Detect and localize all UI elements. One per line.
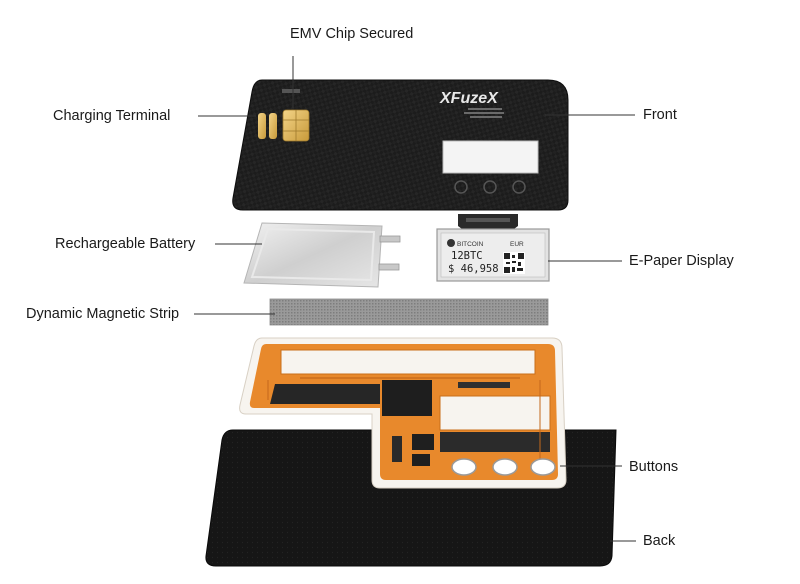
label-emv-chip: EMV Chip Secured (290, 26, 414, 42)
epaper-currency: EUR (510, 241, 524, 248)
pcb-chip (382, 380, 432, 416)
front-button-icon (483, 180, 497, 194)
label-rechargeable-battery: Rechargeable Battery (55, 236, 196, 252)
front-button-icon (512, 180, 526, 194)
pcb-connector (458, 382, 510, 388)
pcb-button-icon (451, 458, 477, 476)
epaper-amount: 12BTC (451, 250, 483, 262)
pcb-board (239, 337, 567, 489)
rechargeable-battery (243, 222, 401, 288)
label-back: Back (643, 533, 676, 549)
pcb-button-icon (492, 458, 518, 476)
epaper-module: BITCOIN EUR 12BTC $ 46,958 (436, 214, 550, 282)
charging-terminal-pad (269, 113, 277, 139)
qr-code-icon (503, 252, 525, 274)
pcb-button-icon (530, 458, 556, 476)
bitcoin-icon (447, 239, 455, 247)
battery-tab (378, 263, 400, 271)
card-fine-print (464, 112, 504, 114)
label-buttons: Buttons (629, 459, 679, 475)
battery-tab (379, 235, 401, 243)
pcb-component (440, 432, 550, 452)
brand-logo: XFuzeX (439, 90, 499, 107)
pcb-chip (412, 434, 434, 450)
pcb-cutout (280, 349, 536, 375)
epaper-value: $ 46,958 (448, 263, 499, 275)
pcb-cutout (439, 395, 551, 431)
front-button-icon (454, 180, 468, 194)
pcb-chip (412, 454, 430, 466)
pcb-buttons (451, 458, 556, 476)
emv-chip (282, 109, 310, 142)
card-fine-print (468, 108, 502, 110)
leader-lines (194, 56, 636, 542)
epaper-coin-name: BITCOIN (457, 241, 484, 248)
charging-terminal-pad (258, 113, 266, 139)
label-front: Front (643, 107, 677, 123)
pcb-component (270, 384, 380, 404)
pcb-chip (392, 436, 402, 462)
front-card: XFuzeX (232, 79, 569, 211)
front-display-window (442, 140, 539, 174)
card-fine-print (470, 116, 502, 118)
card-small-logo (282, 89, 300, 93)
label-magnetic-strip: Dynamic Magnetic Strip (26, 306, 180, 322)
label-epaper-display: E-Paper Display (629, 253, 734, 269)
dynamic-magnetic-strip (269, 298, 549, 326)
label-charging-terminal: Charging Terminal (53, 108, 171, 124)
